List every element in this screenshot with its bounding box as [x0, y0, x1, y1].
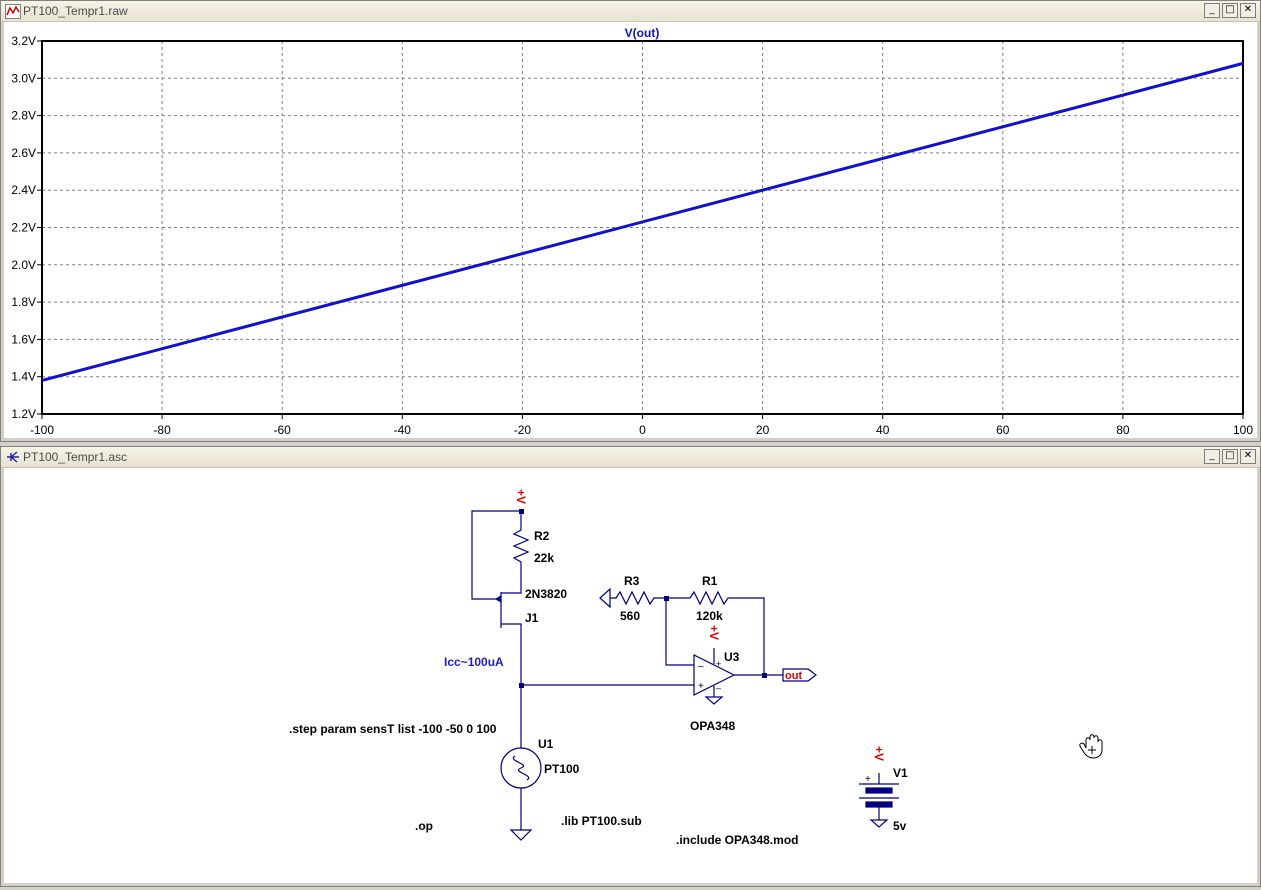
trace-vout[interactable]	[41, 61, 1244, 382]
svg-text:+: +	[865, 774, 871, 785]
x-tick-label: 0	[639, 423, 646, 437]
lib-directive[interactable]: .lib PT100.sub	[561, 814, 642, 828]
x-tick-label: 60	[996, 423, 1010, 437]
v1-value[interactable]: 5v	[893, 819, 907, 833]
y-tick-label: 1.4V	[11, 370, 36, 384]
r2-resistor[interactable]	[512, 528, 530, 568]
r2-value[interactable]: 22k	[534, 551, 554, 565]
ground-icon	[509, 829, 533, 841]
r3-resistor[interactable]	[610, 590, 666, 606]
include-directive[interactable]: .include OPA348.mod	[676, 833, 798, 847]
maximize-button[interactable]: □	[1222, 449, 1238, 464]
minimize-button[interactable]: _	[1204, 449, 1220, 464]
plot-pane[interactable]: 1.2V 1.4V 1.6V 1.8V 2.0V 2.2V 2.4V 2.6V 2.8V 3.0V…	[4, 22, 1257, 438]
r2-name[interactable]: R2	[534, 529, 550, 543]
schematic-canvas[interactable]: – + + – + +V +V +V R2 22k 2N3820 J1 R3 5…	[4, 468, 1257, 883]
x-tick-label: -40	[394, 423, 412, 437]
ground-icon	[704, 696, 724, 705]
x-tick-label: -100	[30, 423, 54, 437]
ground-icon	[869, 819, 889, 828]
trace-label[interactable]: V(out)	[625, 26, 660, 40]
hand-cursor-icon	[1079, 734, 1103, 759]
y-tick-label: 3.0V	[11, 71, 36, 85]
vplus-label: +V	[514, 489, 528, 504]
x-tick-label: 20	[756, 423, 770, 437]
u1-name[interactable]: U1	[538, 737, 554, 751]
y-tick-label: 3.2V	[11, 34, 36, 48]
r1-resistor[interactable]	[666, 590, 765, 675]
schematic-window-titlebar[interactable]: PT100_Tempr1.asc _ □ ✕	[1, 447, 1260, 468]
ground-icon	[599, 587, 611, 609]
j1-model[interactable]: 2N3820	[525, 587, 567, 601]
svg-text:+: +	[716, 659, 721, 669]
u3-name[interactable]: U3	[724, 650, 740, 664]
r1-value[interactable]: 120k	[696, 609, 723, 623]
y-tick-label: 2.2V	[11, 221, 36, 235]
op-directive[interactable]: .op	[415, 819, 433, 833]
u1-model[interactable]: PT100	[544, 762, 580, 776]
x-tick-label: -20	[514, 423, 532, 437]
y-tick-label: 1.6V	[11, 332, 36, 346]
y-tick-label: 1.2V	[11, 407, 36, 421]
y-tick-label: 2.4V	[11, 183, 36, 197]
vplus-label: +V	[872, 746, 886, 761]
y-tick-label: 2.8V	[11, 109, 36, 123]
out-net-label[interactable]	[782, 668, 817, 682]
j1-name[interactable]: J1	[525, 611, 539, 625]
wire[interactable]	[471, 510, 521, 600]
plot-window-title: PT100_Tempr1.raw	[23, 4, 128, 18]
plot-window-titlebar[interactable]: PT100_Tempr1.raw _ □ ✕	[1, 1, 1260, 22]
wire[interactable]	[665, 598, 694, 666]
close-button[interactable]: ✕	[1240, 3, 1256, 18]
x-tick-label: 80	[1116, 423, 1130, 437]
icc-note[interactable]: Icc~100uA	[444, 655, 504, 669]
r1-name[interactable]: R1	[702, 574, 718, 588]
x-tick-label: 40	[876, 423, 890, 437]
minimize-button[interactable]: _	[1204, 3, 1220, 18]
v1-name[interactable]: V1	[893, 766, 908, 780]
y-tick-label: 2.6V	[11, 146, 36, 160]
plot-window: PT100_Tempr1.raw _ □ ✕ 1.2V 1.4V 1.6V 1.8V 2…	[0, 0, 1261, 442]
x-tick-label: 100	[1233, 423, 1253, 437]
schematic-window-title: PT100_Tempr1.asc	[23, 450, 128, 464]
schematic-icon	[7, 451, 19, 463]
waveform-icon	[5, 4, 21, 19]
u3-opamp[interactable]	[693, 654, 736, 696]
waveform-plot[interactable]: 1.2V 1.4V 1.6V 1.8V 2.0V 2.2V 2.4V 2.6V 2.8V 3.0V…	[4, 22, 1259, 440]
svg-text:–: –	[698, 661, 704, 672]
r3-name[interactable]: R3	[624, 574, 640, 588]
schematic-window: PT100_Tempr1.asc _ □ ✕	[0, 446, 1261, 887]
x-tick-label: -80	[153, 423, 171, 437]
out-label-text: out	[785, 670, 802, 682]
close-button[interactable]: ✕	[1240, 449, 1256, 464]
x-tick-label: -60	[274, 423, 292, 437]
y-tick-label: 2.0V	[11, 258, 36, 272]
schematic-drawing[interactable]: – + + – + +V +V +V R2 22k 2N3820 J1 R3 5…	[4, 468, 1259, 885]
svg-text:–: –	[716, 683, 721, 693]
step-directive[interactable]: .step param sensT list -100 -50 0 100	[289, 722, 497, 736]
maximize-button[interactable]: □	[1222, 3, 1238, 18]
u3-model[interactable]: OPA348	[690, 719, 735, 733]
y-tick-label: 1.8V	[11, 295, 36, 309]
vplus-label: +V	[707, 625, 721, 640]
r3-value[interactable]: 560	[620, 609, 640, 623]
svg-text:+: +	[698, 681, 704, 692]
